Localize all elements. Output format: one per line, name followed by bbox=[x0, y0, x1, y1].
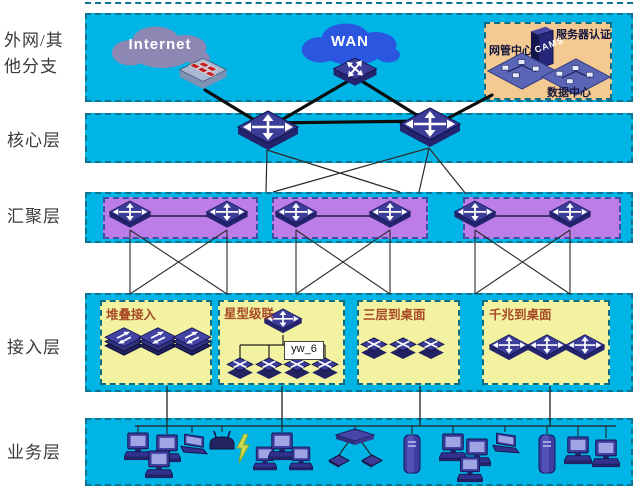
star-leaf-switch-icon bbox=[282, 357, 312, 379]
gigabit-switch-icon bbox=[526, 334, 568, 364]
core-switch-right-icon bbox=[398, 107, 462, 153]
desktop-switch-icon bbox=[388, 337, 418, 359]
data-center-label: 数据中心 bbox=[547, 87, 591, 99]
aggregation-switch-icon bbox=[205, 200, 249, 232]
laptop-icon bbox=[178, 433, 208, 456]
external-layer-label-line2: 他分支 bbox=[4, 57, 58, 77]
desktop-pc-icon bbox=[592, 439, 620, 469]
stacked-access-label: 堆叠接入 bbox=[106, 308, 157, 322]
hub-node-icon bbox=[328, 454, 350, 468]
l3-desktop-label: 三层到桌面 bbox=[363, 308, 426, 322]
desktop-pc-icon bbox=[145, 450, 173, 480]
aggregation-switch-icon bbox=[108, 200, 152, 232]
server-tower-icon bbox=[537, 433, 557, 475]
aggregation-layer-label: 汇聚层 bbox=[7, 207, 61, 226]
yw6-device-tag: yw_6 bbox=[284, 341, 324, 360]
aggregation-switch-icon bbox=[274, 200, 318, 232]
wireless-ap-icon bbox=[208, 430, 236, 450]
star-leaf-switch-icon bbox=[254, 357, 284, 379]
aggregation-switch-icon bbox=[548, 200, 592, 232]
core-layer-band bbox=[85, 113, 633, 163]
core-switch-left-icon bbox=[236, 110, 300, 156]
business-layer-label: 业务层 bbox=[7, 443, 61, 462]
internet-cloud-label: Internet bbox=[128, 36, 192, 53]
core-layer-label: 核心层 bbox=[7, 131, 61, 150]
access-layer-label: 接入层 bbox=[7, 338, 61, 357]
star-leaf-switch-icon bbox=[225, 357, 255, 379]
desktop-pc-icon bbox=[457, 456, 483, 484]
hub-node-icon bbox=[361, 454, 383, 468]
gigabit-switch-icon bbox=[564, 334, 606, 364]
wan-router-icon bbox=[330, 56, 380, 94]
desktop-pc-icon bbox=[289, 446, 313, 472]
gigabit-desktop-label: 千兆到桌面 bbox=[489, 308, 552, 322]
desktop-pc-icon bbox=[564, 436, 592, 466]
star-leaf-switch-icon bbox=[310, 357, 340, 379]
desktop-switch-icon bbox=[359, 337, 389, 359]
laptop-icon bbox=[490, 432, 520, 455]
nms-center-label: 网管中心 bbox=[489, 45, 533, 57]
top-dashed-line bbox=[85, 2, 633, 4]
external-layer-label: 外网/其 他分支 bbox=[4, 28, 84, 81]
star-cascade-label: 星型级联 bbox=[224, 307, 275, 321]
wan-cloud-label: WAN bbox=[331, 33, 369, 50]
server-auth-label: 服务器认证 bbox=[556, 29, 611, 41]
stacked-switch-icon bbox=[172, 326, 212, 357]
gigabit-switch-icon bbox=[488, 334, 530, 364]
server-tower-icon bbox=[402, 433, 422, 475]
hub-icon bbox=[335, 428, 375, 446]
lightning-bolt-icon bbox=[235, 434, 251, 464]
firewall-icon bbox=[176, 56, 230, 98]
aggregation-switch-icon bbox=[453, 200, 497, 232]
desktop-switch-icon bbox=[416, 337, 446, 359]
aggregation-switch-icon bbox=[368, 200, 412, 232]
external-layer-label-line1: 外网/其 bbox=[4, 31, 64, 50]
